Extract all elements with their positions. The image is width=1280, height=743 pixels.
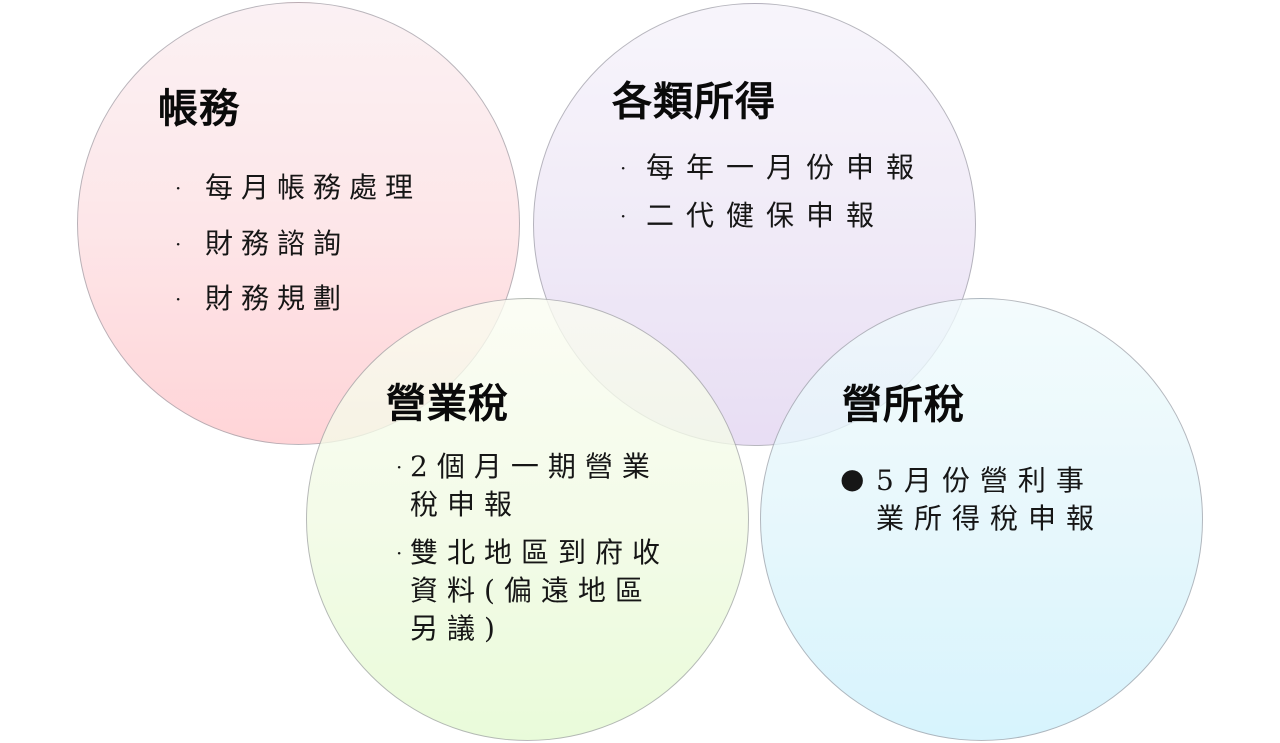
bullet-dot-icon: · [396,455,403,479]
bookkeeping-title: 帳務 [158,86,240,132]
bullet-dot-icon: · [620,204,627,228]
income-title: 各類所得 [612,79,776,125]
list-item: ●5月份營利事業所得稅申報 [840,462,1105,535]
list-item: ·二代健保申報 [620,196,926,244]
list-item: ·財務規劃 [175,279,421,335]
income-tax-title: 營所稅 [842,382,965,428]
list-item: ·每年一月份申報 [620,148,926,196]
bullet-disc-icon: ● [840,462,865,495]
bullet-dot-icon: · [620,156,627,180]
business-tax-title: 營業稅 [386,381,509,427]
list-item: ·每月帳務處理 [175,168,421,224]
bullet-dot-icon: · [396,541,403,565]
business-tax-list: ·2個月一期營業稅申報 ·雙北地區到府收資料(偏遠地區另議) [396,448,670,658]
circle-income-tax [760,298,1203,741]
income-tax-list: ●5月份營利事業所得稅申報 [840,462,1116,538]
list-item: ·雙北地區到府收資料(偏遠地區另議) [396,536,670,645]
bullet-dot-icon: · [175,176,182,200]
list-item: ·2個月一期營業稅申報 [396,450,659,521]
bullet-dot-icon: · [175,231,182,256]
income-list: ·每年一月份申報 ·二代健保申報 [620,148,926,244]
bullet-dot-icon: · [175,287,182,311]
circle-business-tax [306,298,749,741]
bookkeeping-list: ·每月帳務處理 ·財務諮詢 ·財務規劃 [175,168,421,335]
list-item: ·財務諮詢 [175,224,421,280]
